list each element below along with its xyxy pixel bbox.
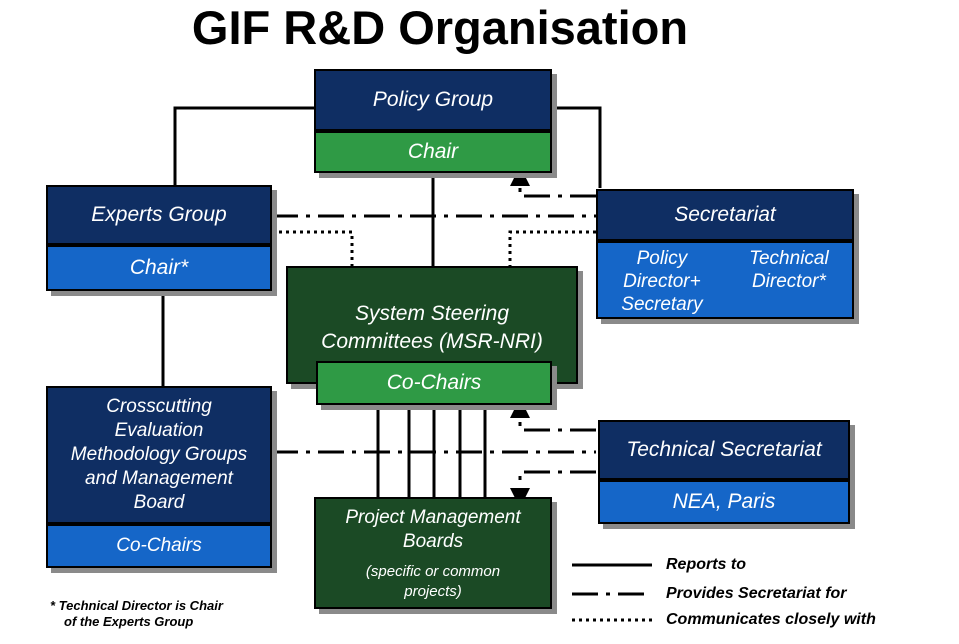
legend-reports-to: Reports to: [666, 556, 746, 573]
secretariat-members: Policy Director+ Secretary Technical Dir…: [596, 241, 854, 319]
ssc-co-chairs-label: Co-Chairs: [386, 371, 482, 394]
nea-paris-label: NEA, Paris: [672, 490, 776, 513]
experts-group-box: Experts Group: [46, 185, 272, 245]
provides-secretariat-lines: [272, 178, 596, 492]
secretariat-box: Secretariat: [596, 189, 854, 241]
technical-secretariat-location: NEA, Paris: [598, 480, 850, 524]
crosscutting-co-chairs-label: Co-Chairs: [116, 535, 202, 556]
technical-secretariat-box: Technical Secretariat: [598, 420, 850, 480]
ssc-co-chairs: Co-Chairs: [316, 361, 552, 405]
page-title: GIF R&D Organisation: [191, 1, 689, 54]
technical-director-label: Technical Director*: [749, 248, 829, 292]
project-management-boards-box: Project Management Boards (specific or c…: [314, 497, 552, 609]
policy-group-chair-label: Chair: [407, 140, 459, 163]
pmb-note-line1: (specific or common: [365, 563, 501, 580]
secretariat-title: Secretariat: [674, 203, 776, 226]
ssc-title-line2: Committees (MSR-NRI): [321, 330, 543, 353]
policy-group-chair: Chair: [314, 131, 552, 173]
policy-group-title: Policy Group: [372, 88, 494, 111]
footnote: * Technical Director is Chair of the Exp…: [50, 598, 223, 629]
pmb-title-line1: Project Management: [345, 507, 521, 528]
communicates-lines: [272, 230, 596, 266]
policy-group-box: Policy Group: [314, 69, 552, 131]
pmb-note-line2: projects): [404, 583, 462, 600]
policy-director-label: Policy Director+ Secretary: [621, 248, 703, 315]
legend-provides-secretariat: Provides Secretariat for: [666, 585, 847, 602]
pmb-title-line2: Boards: [402, 531, 464, 552]
legend-communicates: Communicates closely with: [666, 611, 876, 628]
crosscutting-co-chairs: Co-Chairs: [46, 524, 272, 568]
experts-group-chair-label: Chair*: [129, 256, 189, 279]
crosscutting-groups-box: Crosscutting Evaluation Methodology Grou…: [46, 386, 272, 524]
experts-group-chair: Chair*: [46, 245, 272, 291]
technical-secretariat-title: Technical Secretariat: [626, 438, 822, 461]
ssc-title-line1: System Steering: [354, 302, 510, 325]
experts-group-title: Experts Group: [91, 203, 227, 226]
